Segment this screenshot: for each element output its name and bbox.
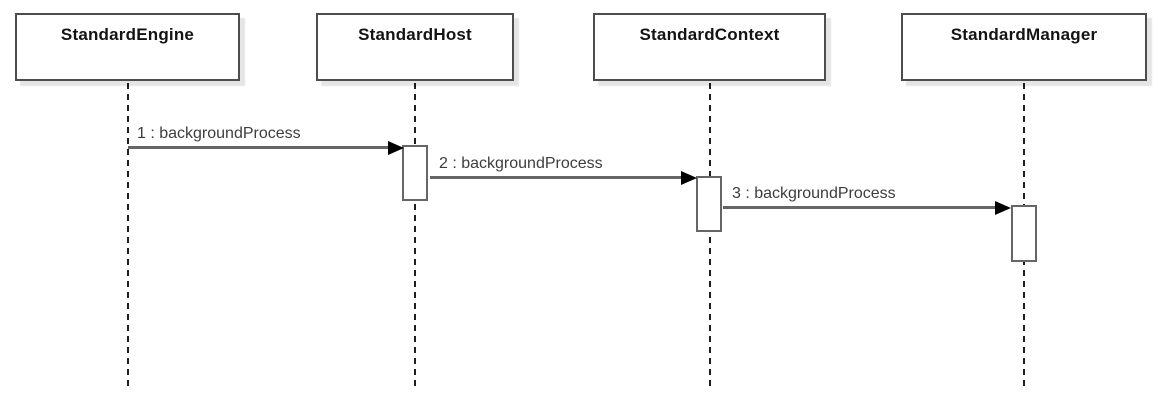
message-3-line [723,206,1002,209]
message-2: 2 : backgroundProcess [430,145,697,185]
lifeline-standardcontext [709,83,711,386]
message-3-label: 3 : backgroundProcess [732,185,896,202]
message-2-line [430,176,688,179]
actor-box-standardhost: StandardHost [316,13,514,81]
actor-box-standardcontext: StandardContext [593,13,826,81]
message-3: 3 : backgroundProcess [723,175,1011,215]
message-2-label: 2 : backgroundProcess [439,155,603,172]
message-1-arrowhead-icon [388,141,404,155]
actor-box-standardengine: StandardEngine [15,13,240,81]
message-1-label: 1 : backgroundProcess [137,125,301,142]
message-1: 1 : backgroundProcess [128,115,404,155]
message-2-arrowhead-icon [681,171,697,185]
lifeline-standardengine [127,83,129,386]
activation-bar-standardmanager [1011,205,1037,262]
actor-label-standardcontext: StandardContext [639,25,780,44]
message-3-arrowhead-icon [995,201,1011,215]
message-1-line [128,146,395,149]
lifeline-standardhost [414,83,416,386]
actor-label-standardengine: StandardEngine [60,25,195,44]
activation-bar-standardhost [402,145,428,201]
actor-label-standardmanager: StandardManager [950,25,1098,44]
actor-box-standardmanager: StandardManager [901,13,1147,81]
activation-bar-standardcontext [696,176,722,232]
actor-label-standardhost: StandardHost [358,25,472,44]
